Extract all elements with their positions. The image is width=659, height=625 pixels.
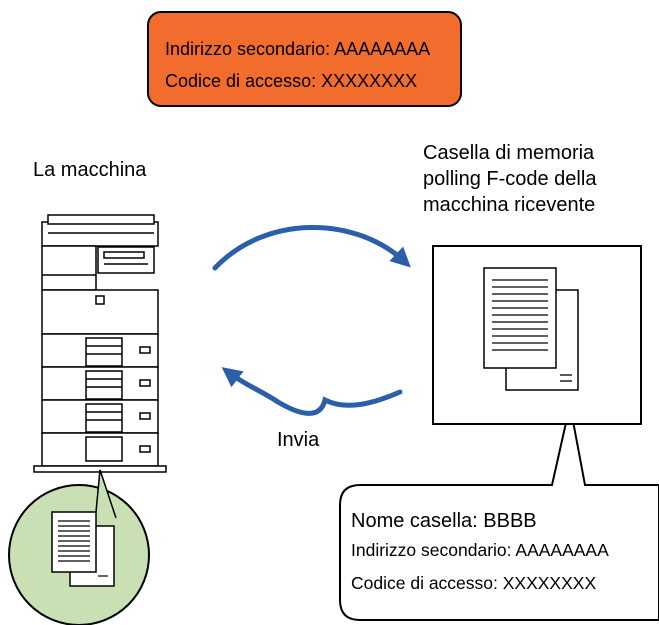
- machine-label: La macchina: [33, 159, 147, 181]
- receiver-label-line1: Casella di memoria: [423, 142, 595, 164]
- mailbox-subaddress: Indirizzo secondario: AAAAAAAA: [351, 540, 609, 560]
- sender-passcode: Codice di accesso: XXXXXXXX: [165, 71, 418, 91]
- printer-icon: [33, 214, 167, 473]
- send-arrow: [221, 367, 403, 416]
- receiving-mailbox: [432, 245, 642, 425]
- sender-settings-box: Indirizzo secondario: AAAAAAAA Codice di…: [147, 11, 462, 107]
- sender-subaddress: Indirizzo secondario: AAAAAAAA: [165, 39, 431, 59]
- document-stack-icon: [51, 511, 115, 587]
- receiver-label-line3: macchina ricevente: [423, 194, 596, 216]
- mailbox-callout-bubble: [339, 404, 659, 621]
- request-arrow: [212, 225, 411, 271]
- send-label: Invia: [277, 429, 320, 451]
- mailbox-name: Nome casella: BBBB: [351, 510, 537, 532]
- receiver-label: Casella di memoria polling F-code della …: [423, 140, 596, 218]
- mailbox-passcode: Codice di accesso: XXXXXXXX: [351, 573, 597, 593]
- receiver-label-line2: polling F-code della: [423, 168, 597, 190]
- mailbox-info-callout: Nome casella: BBBB Indirizzo secondario:…: [351, 508, 609, 600]
